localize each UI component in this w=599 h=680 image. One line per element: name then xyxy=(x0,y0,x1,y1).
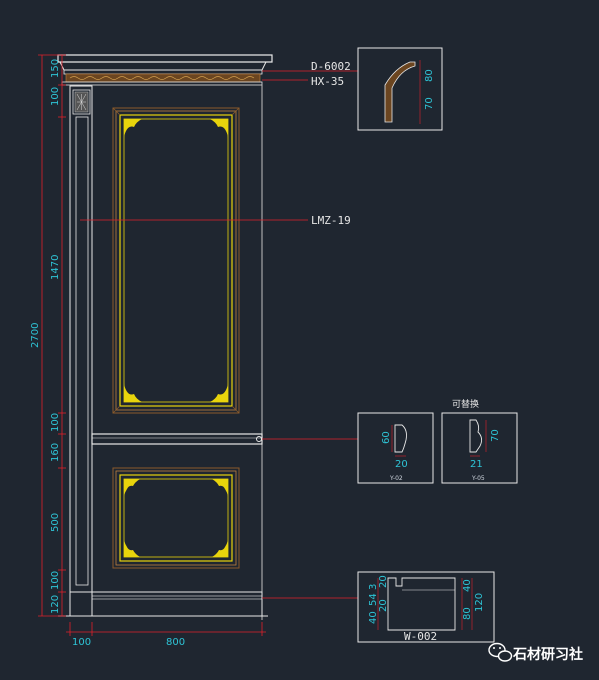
detail-chair-left: 60 20 Y-02 xyxy=(357,412,434,484)
detail-chair-right: 70 21 Y-05 xyxy=(441,412,518,484)
cornice xyxy=(57,54,273,86)
callout-leaders xyxy=(80,70,358,599)
detail-bottom-120: 120 xyxy=(474,593,485,612)
detail-bottom-80: 80 xyxy=(462,607,473,620)
callout-upper-panel: LMZ-19 xyxy=(311,214,351,227)
detail-skirting: 3 54 40 20 20 40 80 120 W-002 xyxy=(357,571,495,643)
detail-mid-right-w: 21 xyxy=(470,459,483,470)
detail-top-d2: 70 xyxy=(424,97,435,110)
pilaster xyxy=(69,85,93,617)
dim-chair-above: 100 xyxy=(50,413,61,432)
wechat-icon xyxy=(488,642,513,662)
dim-lower-panel: 500 xyxy=(50,513,61,532)
dim-chair-rail: 160 xyxy=(50,443,61,462)
callout-frieze: HX-35 xyxy=(311,75,344,88)
dim-panel-width: 800 xyxy=(166,637,185,648)
detail-bottom-54: 54 xyxy=(368,593,379,606)
detail-mid-title: 可替换 xyxy=(452,398,479,410)
dim-upper-panel: 1470 xyxy=(50,255,61,280)
dim-lower-rail: 100 xyxy=(50,571,61,590)
detail-mid-left-h: 60 xyxy=(381,431,392,444)
upper-panel xyxy=(112,107,240,414)
detail-top-d1: 80 xyxy=(424,69,435,82)
dim-pilaster-width: 100 xyxy=(72,637,91,648)
detail-mid-right-h: 70 xyxy=(490,429,501,442)
bottom-dimension-chain: 100 800 xyxy=(66,622,266,648)
dim-total: 2700 xyxy=(30,323,41,348)
detail-bottom-3: 3 xyxy=(368,584,379,590)
dim-frieze: 100 xyxy=(50,87,61,106)
detail-mid-left-code: Y-02 xyxy=(389,475,403,482)
dim-cornice: 150 xyxy=(50,59,61,78)
detail-bottom-20a: 20 xyxy=(378,575,389,588)
left-dimension-chain xyxy=(38,54,66,617)
detail-bottom-40-right: 40 xyxy=(462,579,473,592)
watermark: 石材研习社 xyxy=(488,642,583,663)
wall-outline xyxy=(92,84,263,620)
left-dimension-labels: 150 100 1470 100 160 500 100 120 2700 xyxy=(30,59,61,614)
detail-bottom-20b: 20 xyxy=(378,599,389,612)
detail-bottom-label: W-002 xyxy=(404,630,437,643)
detail-bottom-40-left: 40 xyxy=(368,611,379,624)
detail-mid-right-code: Y-05 xyxy=(471,475,485,482)
skirting xyxy=(58,591,268,617)
lower-panel xyxy=(112,467,240,569)
dim-skirting: 120 xyxy=(50,595,61,614)
detail-mid-left-w: 20 xyxy=(395,459,408,470)
chair-rail xyxy=(91,433,263,445)
detail-cornice-profile: 80 70 xyxy=(357,47,443,131)
watermark-text: 石材研习社 xyxy=(512,646,583,663)
callout-cornice: D-6002 xyxy=(311,60,351,73)
